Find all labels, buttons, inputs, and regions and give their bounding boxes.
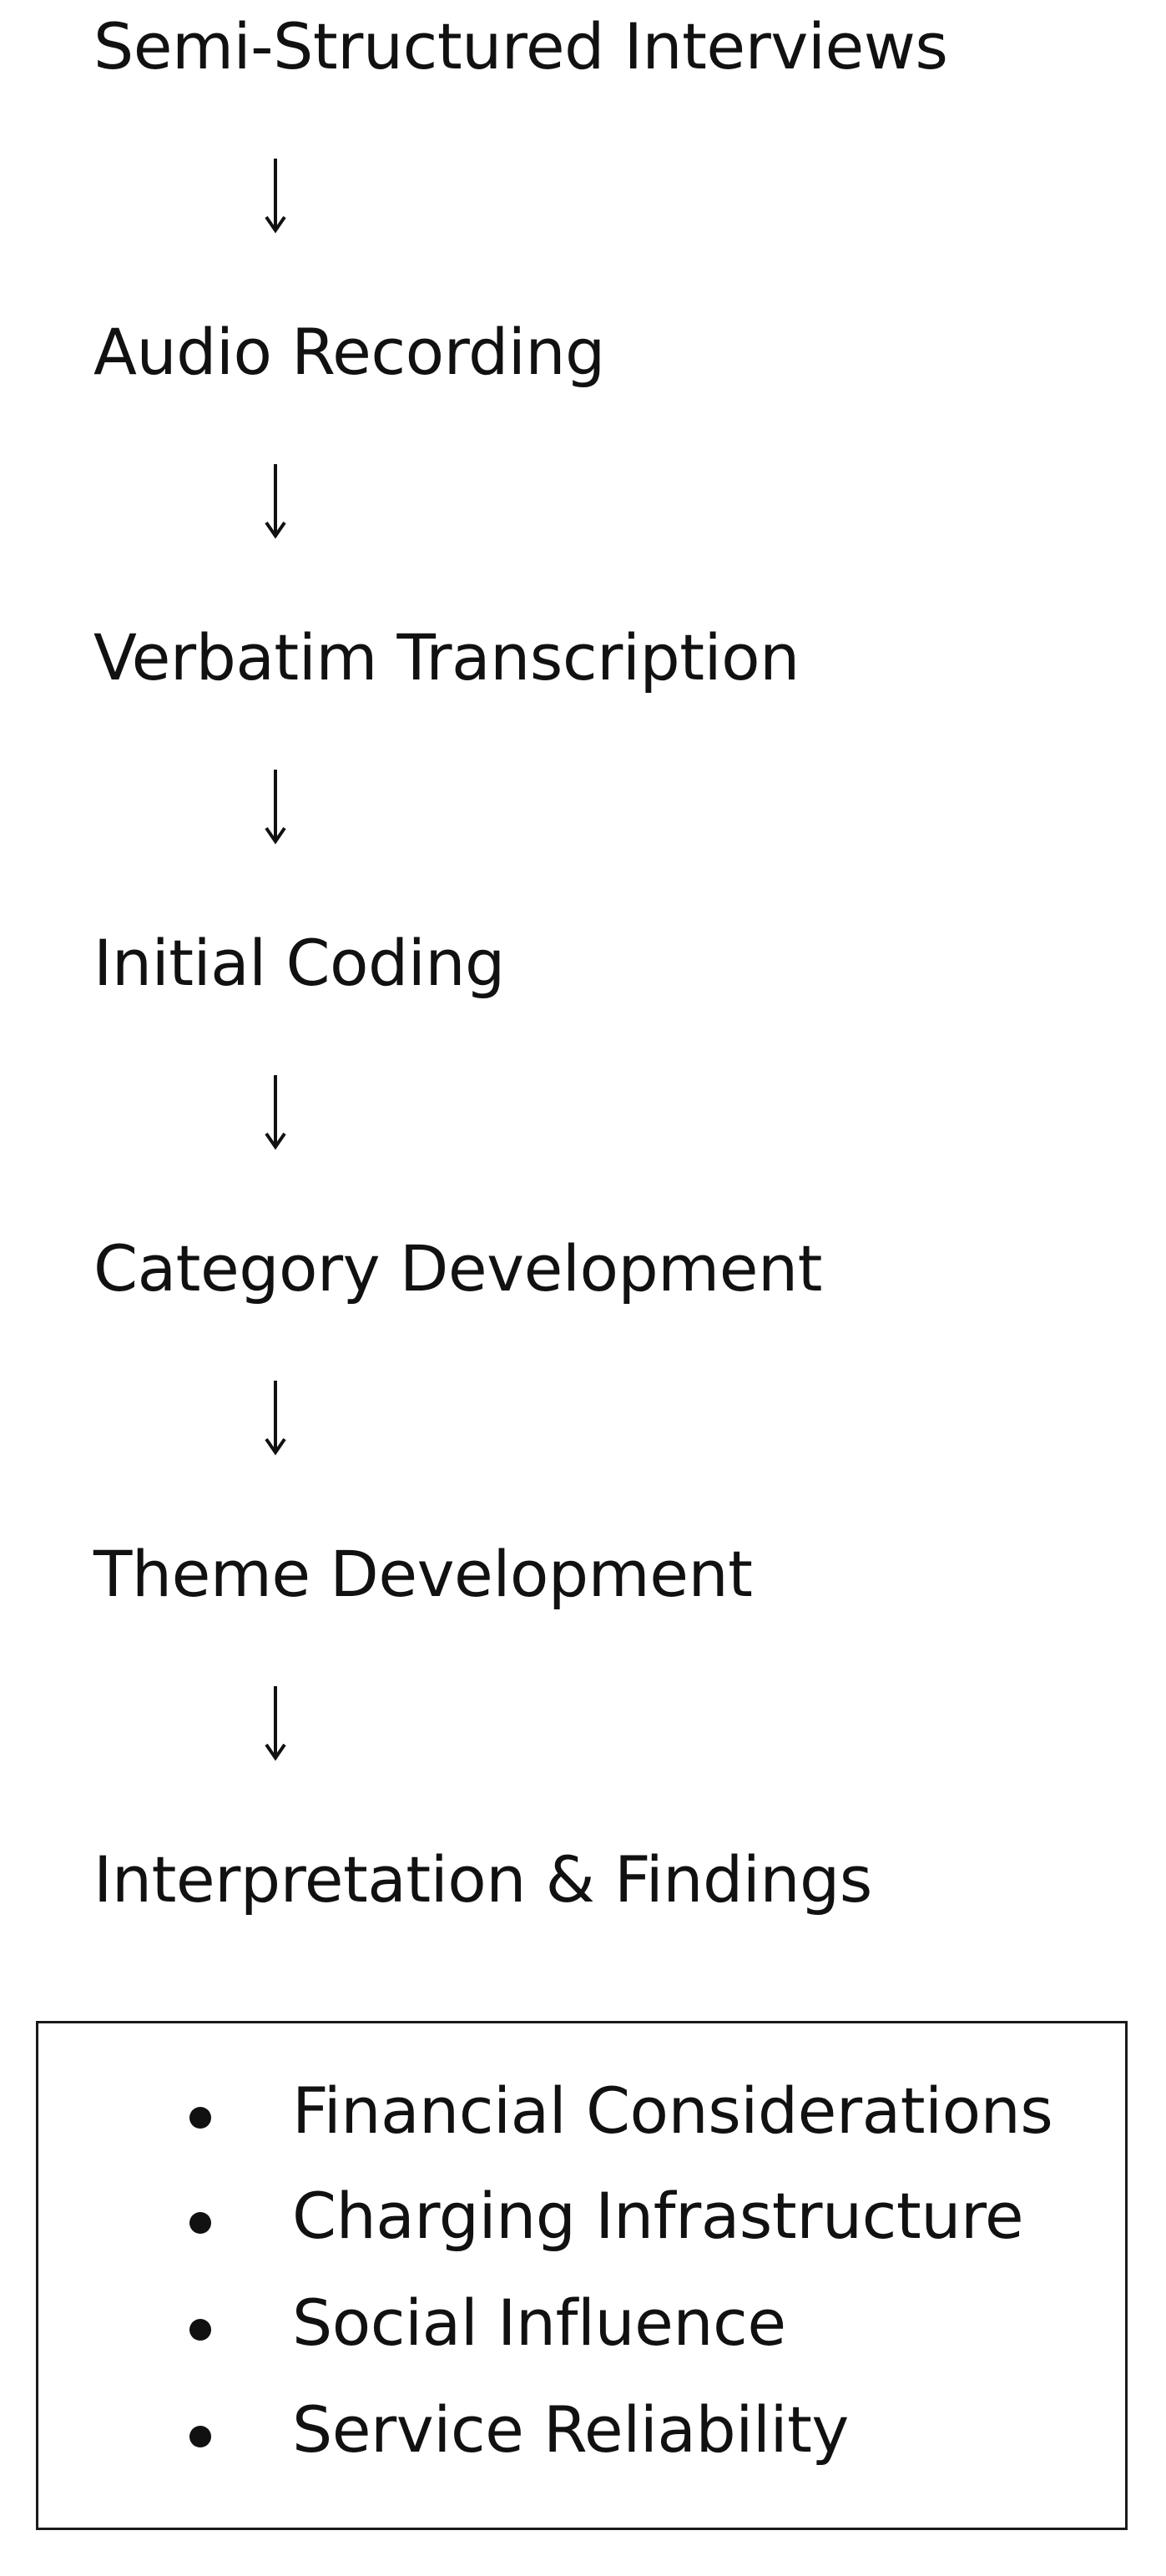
bullet-icon — [189, 2107, 211, 2129]
finding-label: Financial Considerations — [292, 2073, 1053, 2148]
bullet-icon — [189, 2426, 211, 2447]
bullet-icon — [189, 2319, 211, 2341]
down-arrow-icon — [264, 462, 287, 539]
down-arrow-icon — [264, 1685, 287, 1761]
step-audio-recording: Audio Recording — [93, 315, 605, 389]
finding-item: Charging Infrastructure — [38, 2185, 1125, 2251]
finding-item: Social Influence — [38, 2291, 1125, 2358]
step-verbatim-transcription: Verbatim Transcription — [93, 620, 800, 695]
findings-box: Financial Considerations Charging Infras… — [36, 2021, 1128, 2530]
step-semi-structured-interviews: Semi-Structured Interviews — [93, 9, 948, 83]
finding-label: Charging Infrastructure — [292, 2179, 1024, 2253]
down-arrow-icon — [264, 157, 287, 234]
step-theme-development: Theme Development — [93, 1537, 753, 1611]
step-interpretation-findings: Interpretation & Findings — [93, 1842, 872, 1917]
step-category-development: Category Development — [93, 1231, 822, 1306]
down-arrow-icon — [264, 768, 287, 845]
finding-item: Financial Considerations — [38, 2079, 1125, 2146]
finding-label: Service Reliability — [292, 2392, 849, 2467]
step-initial-coding: Initial Coding — [93, 926, 505, 1000]
down-arrow-icon — [264, 1073, 287, 1150]
down-arrow-icon — [264, 1379, 287, 1456]
bullet-icon — [189, 2212, 211, 2234]
finding-item: Service Reliability — [38, 2398, 1125, 2465]
finding-label: Social Influence — [292, 2286, 786, 2360]
